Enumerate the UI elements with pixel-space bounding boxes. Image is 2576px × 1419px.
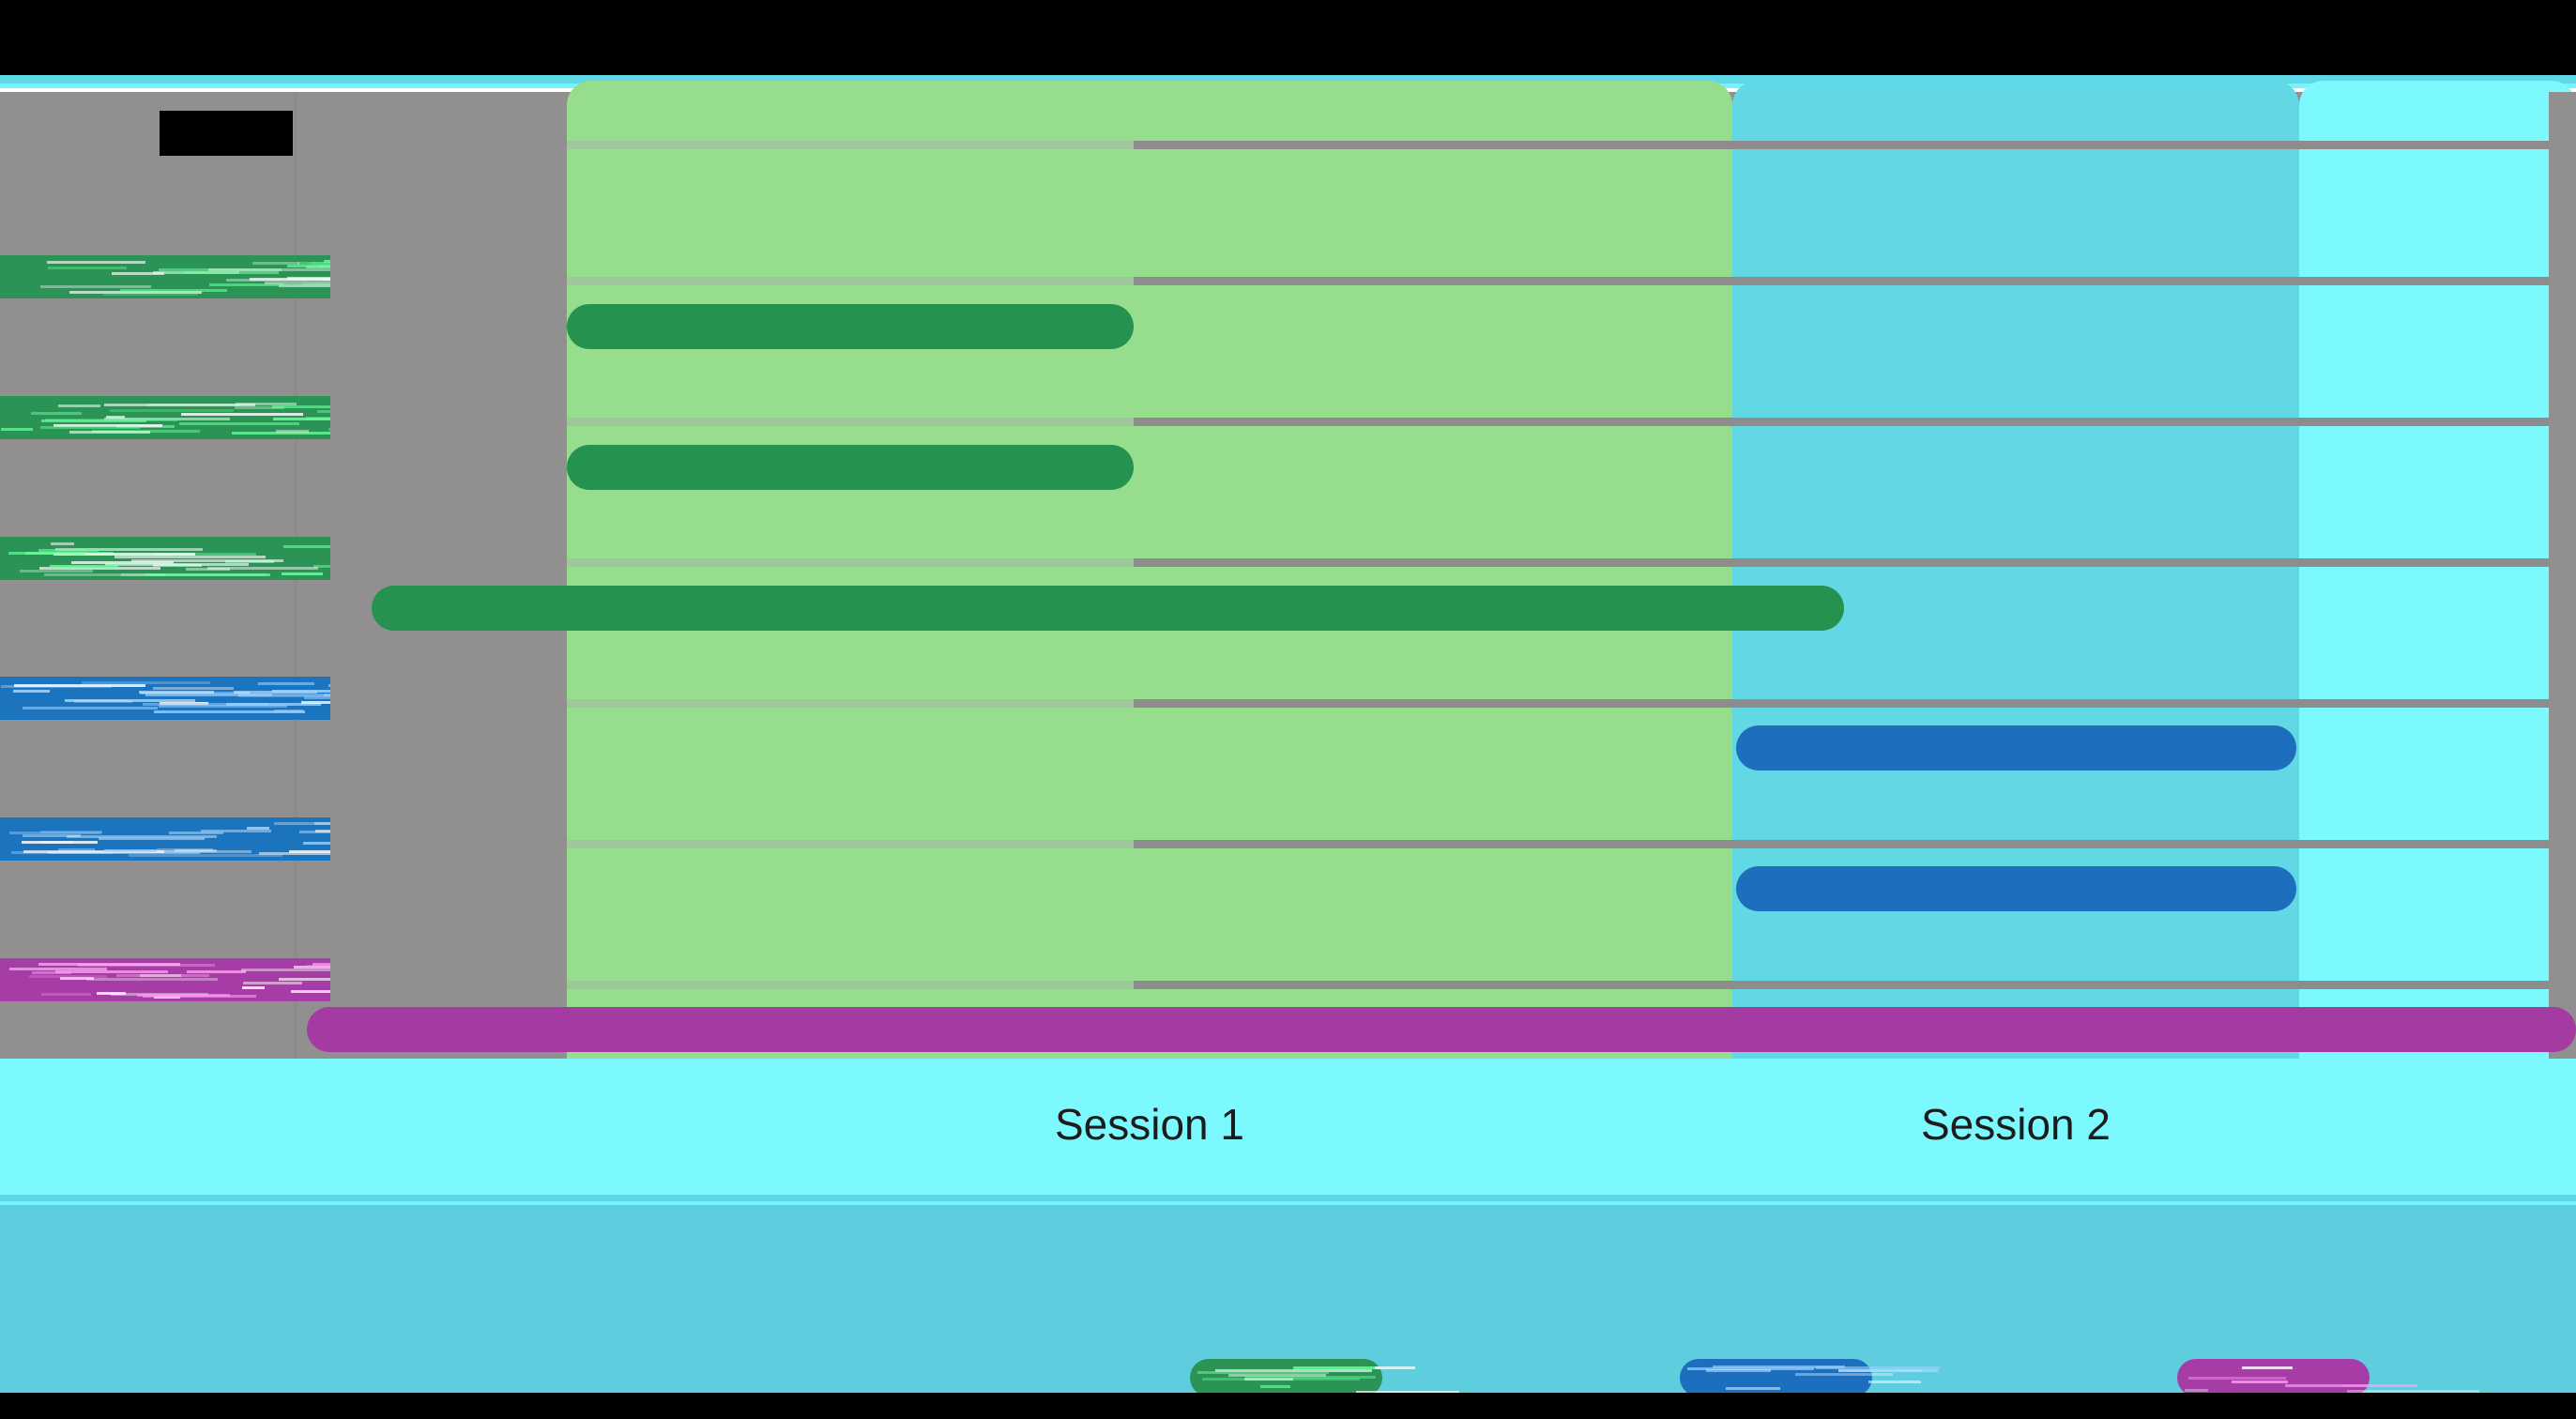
redacted-label bbox=[0, 677, 330, 720]
top-letterbox bbox=[0, 0, 2576, 75]
gridline-segment bbox=[567, 699, 1134, 708]
footer-rule-upper bbox=[0, 1195, 2576, 1201]
legend-label bbox=[2177, 1359, 2370, 1396]
redacted-label bbox=[0, 396, 330, 439]
redacted-label bbox=[0, 537, 330, 580]
bottom-letterbox bbox=[0, 1393, 2576, 1419]
right-panel-edge bbox=[2549, 92, 2576, 1059]
redacted-label bbox=[0, 255, 330, 298]
task-bar-4[interactable] bbox=[1736, 866, 2296, 911]
task-bar-2[interactable] bbox=[372, 586, 1844, 631]
gridline-segment bbox=[1134, 558, 2549, 567]
gridline-segment bbox=[1134, 840, 2549, 848]
gridline-segment bbox=[567, 277, 1134, 285]
y-axis-label-5 bbox=[0, 958, 330, 1001]
page-title bbox=[160, 111, 293, 156]
gridline-segment bbox=[1134, 699, 2549, 708]
task-bar-5[interactable] bbox=[307, 1007, 2576, 1052]
gridline-segment bbox=[567, 418, 1134, 426]
task-bar-3[interactable] bbox=[1736, 725, 2296, 771]
gridline-segment bbox=[567, 981, 1134, 989]
y-axis-label-1 bbox=[0, 396, 330, 439]
task-bar-1[interactable] bbox=[567, 445, 1134, 490]
gridline-segment bbox=[567, 558, 1134, 567]
gridline-segment bbox=[1134, 418, 2549, 426]
y-axis-label-2 bbox=[0, 537, 330, 580]
gridline-segment bbox=[567, 840, 1134, 848]
legend-label bbox=[1190, 1359, 1382, 1396]
redacted-label bbox=[0, 817, 330, 861]
gridline-segment bbox=[1134, 981, 2549, 989]
y-axis-label-0 bbox=[0, 255, 330, 298]
gridline-segment bbox=[567, 141, 1134, 149]
gridline-segment bbox=[1134, 141, 2549, 149]
gridline-segment bbox=[1134, 277, 2549, 285]
task-bar-0[interactable] bbox=[567, 304, 1134, 349]
y-axis-label-3 bbox=[0, 677, 330, 720]
legend-label bbox=[1680, 1359, 1872, 1396]
redacted-label bbox=[0, 958, 330, 1001]
session-caption-1: Session 1 bbox=[567, 1095, 1732, 1153]
y-axis-label-4 bbox=[0, 817, 330, 861]
session-caption-2: Session 2 bbox=[1732, 1095, 2299, 1153]
